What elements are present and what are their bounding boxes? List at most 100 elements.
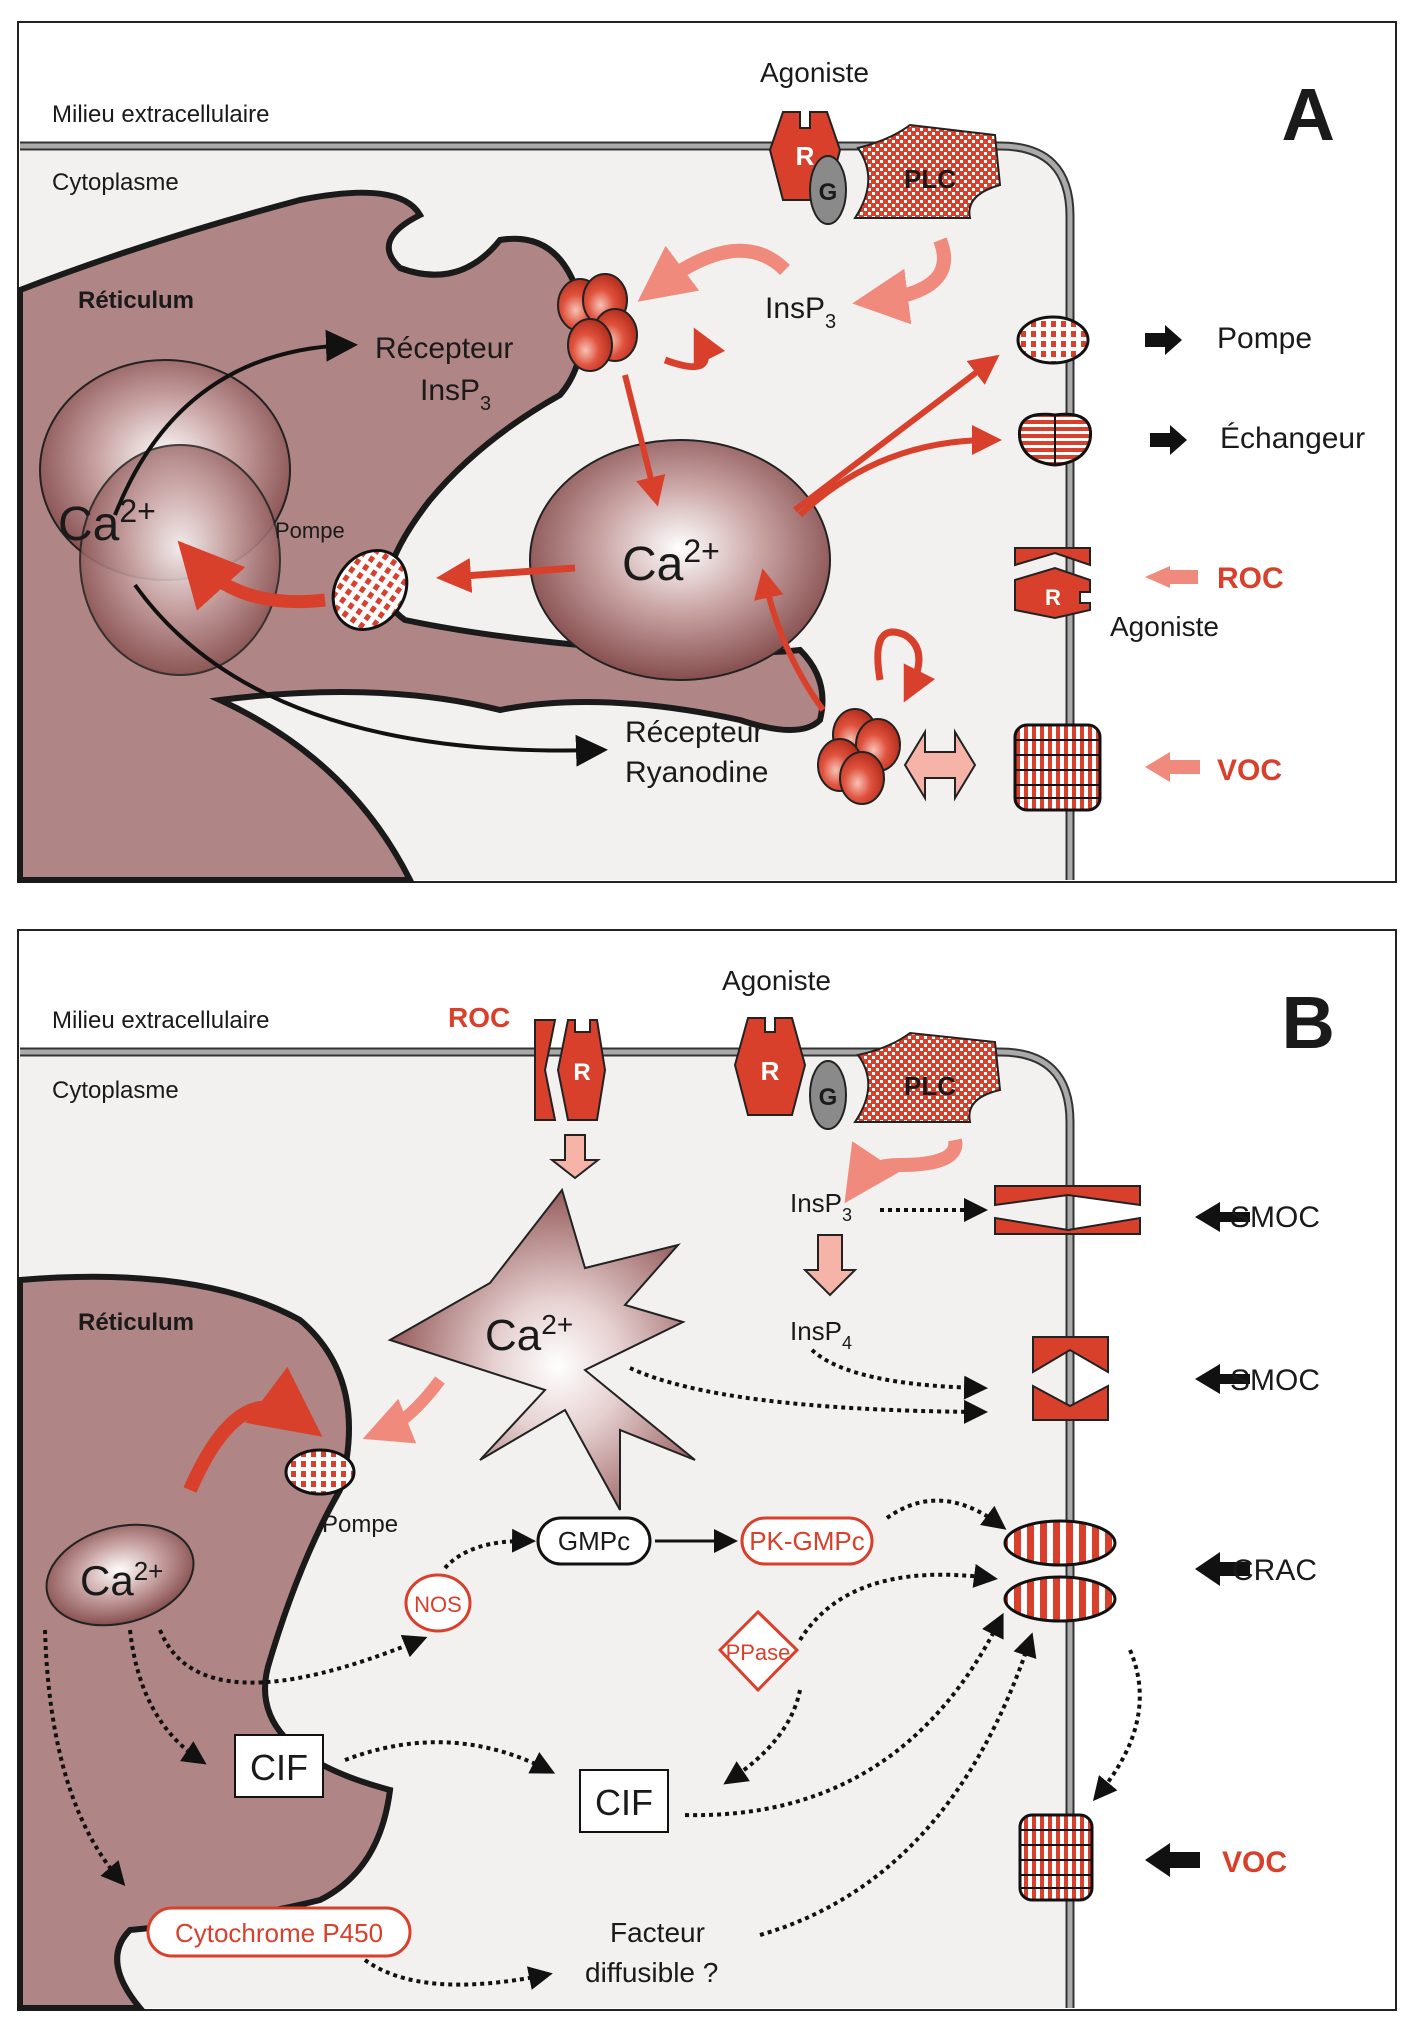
arrow-ca-to-cif (128, 1629, 207, 1765)
ppase-label: PPase (726, 1640, 791, 1665)
arrow-ca-to-nos (158, 1629, 428, 1685)
smoc2-label: SMOC (1230, 1364, 1320, 1397)
crac-label: CRAC (1232, 1554, 1317, 1587)
cif-outer-node[interactable] (579, 1769, 669, 1833)
cif-outer-label: CIF (595, 1782, 653, 1823)
voc-channel-a[interactable] (1013, 723, 1102, 812)
factor-label-2: diffusible ? (585, 1957, 718, 1988)
gmpc-node[interactable] (536, 1516, 652, 1566)
reticulum-label-b: Réticulum (78, 1309, 194, 1336)
gmpc-label: GMPc (558, 1526, 630, 1556)
arrow-pkg-to-crac (885, 1498, 1007, 1530)
panel-letter-a: A (1282, 73, 1335, 156)
ca-cyto-label-a: Ca2+ (622, 533, 720, 591)
pmca-pump-a[interactable] (1016, 315, 1090, 365)
arrow-store-to-ip3r (113, 329, 358, 516)
pk-gmpc-label: PK-GMPc (749, 1526, 865, 1556)
insp3-label-b: InsP3 (790, 1188, 852, 1225)
ca-cytosol-ball (529, 439, 831, 681)
arrow-ppase-to-crac (798, 1564, 998, 1642)
ip3-receptor-label: Récepteur (375, 332, 513, 365)
roc-in-arrow (1145, 566, 1200, 588)
smoc1-label: SMOC (1230, 1201, 1320, 1234)
er-pump-label-a: Pompe (275, 518, 345, 543)
arrow-ca-to-pump (436, 558, 576, 593)
ip3-receptor-label-2: InsP3 (420, 374, 491, 415)
arrow-plc-to-insp3 (852, 237, 951, 325)
arrow-ppase-to-cif (723, 1689, 802, 1785)
g-protein-label: G (819, 179, 838, 206)
extracellular-label-b: Milieu extracellulaire (52, 1007, 269, 1034)
exchanger-out-arrow (1150, 425, 1187, 455)
plc-label: PLC (904, 164, 956, 194)
roc-channel-a[interactable]: R (1014, 547, 1091, 620)
arrow-ca-to-p450 (43, 1629, 126, 1887)
crac-in-arrow (1195, 1552, 1250, 1586)
roc-channel-b[interactable]: R (534, 1019, 607, 1121)
g-protein-b[interactable]: G (809, 1060, 847, 1130)
arrow-factor-to-crac (759, 1632, 1037, 1937)
ca-store-label-b: Ca2+ (80, 1556, 163, 1604)
ip3-receptor-cluster[interactable] (557, 273, 638, 372)
er-pump-label-b: Pompe (322, 1511, 398, 1538)
roc-label-b: ROC (448, 1002, 510, 1033)
arrow-insp3-to-ip3r (637, 243, 790, 302)
voc-channel-b[interactable] (1018, 1813, 1094, 1902)
voc-in-arrow-a (1145, 752, 1200, 782)
pk-gmpc-node[interactable] (740, 1516, 874, 1566)
ca-store-label-a: Ca2+ (58, 493, 156, 551)
er-pump-b[interactable] (284, 1448, 356, 1496)
ca-star-label: Ca2+ (485, 1309, 573, 1360)
receptor-r-label-b: R (761, 1056, 780, 1086)
receptor-r-b[interactable]: R (733, 1017, 807, 1116)
plc-label-b: PLC (904, 1071, 956, 1101)
cytoplasm-label-a: Cytoplasme (52, 169, 179, 196)
arrow-ip3r-loop (663, 327, 726, 371)
reticulum-label-a: Réticulum (78, 287, 194, 314)
cif-inner-label: CIF (250, 1747, 308, 1788)
voc-label-b: VOC (1222, 1846, 1287, 1879)
nos-node[interactable] (404, 1573, 472, 1633)
arrow-pump-to-store (177, 540, 326, 611)
ryanodine-receptor-cluster[interactable] (817, 708, 901, 805)
pump-out-label: Pompe (1217, 322, 1312, 355)
voc-in-arrow-b (1145, 1843, 1200, 1877)
arrow-crac-to-voc (1092, 1649, 1142, 1802)
cytochrome-p450-label: Cytochrome P450 (175, 1918, 383, 1948)
roc-r-label-b: R (573, 1059, 590, 1086)
arrow-insp4-to-smoc2 (810, 1348, 988, 1400)
insp3-to-insp4-arrow (802, 1234, 858, 1297)
arrow-plc-to-insp3-b (844, 1138, 963, 1204)
insp3-label-a: InsP3 (765, 292, 836, 333)
ca-store-b (45, 1523, 195, 1627)
exchanger-a[interactable] (1017, 412, 1093, 467)
panel-a: R G PLC Agoniste InsP3 Récepteur InsP3 R… (17, 21, 1397, 883)
cytochrome-p450-node[interactable] (146, 1906, 412, 1958)
exchanger-label: Échangeur (1220, 422, 1365, 455)
roc-r-label: R (1045, 585, 1061, 610)
arrow-cif-to-cif (344, 1740, 556, 1774)
plc-b[interactable]: PLC (853, 1031, 1002, 1123)
ryr-label: Récepteur (625, 716, 763, 749)
ppase-node[interactable] (717, 1609, 800, 1693)
cif-inner-node[interactable] (234, 1734, 324, 1798)
g-protein-a[interactable]: G (809, 155, 847, 225)
plc-a[interactable]: PLC (853, 123, 1002, 219)
arrow-store-to-pump-b (183, 1366, 323, 1493)
g-protein-label-b: G (819, 1084, 838, 1111)
crac-channel[interactable] (1003, 1519, 1117, 1623)
pump-out-arrow (1145, 325, 1182, 355)
er-pump-a[interactable] (318, 536, 422, 644)
arrow-ca-to-pump-b (362, 1376, 445, 1444)
roc-to-ca-arrow (549, 1134, 601, 1180)
smoc-channel-1[interactable] (994, 1185, 1141, 1235)
smoc-channel-2[interactable] (1032, 1336, 1109, 1421)
voc-label-a: VOC (1217, 754, 1282, 787)
roc-agonist-label: Agoniste (1110, 611, 1219, 642)
nos-label: NOS (414, 1592, 462, 1617)
smoc1-in-arrow (1195, 1202, 1250, 1232)
agonist-label-b: Agoniste (722, 965, 831, 996)
arrow-ip3r-to-ca (622, 374, 666, 507)
factor-label: Facteur (610, 1917, 705, 1948)
